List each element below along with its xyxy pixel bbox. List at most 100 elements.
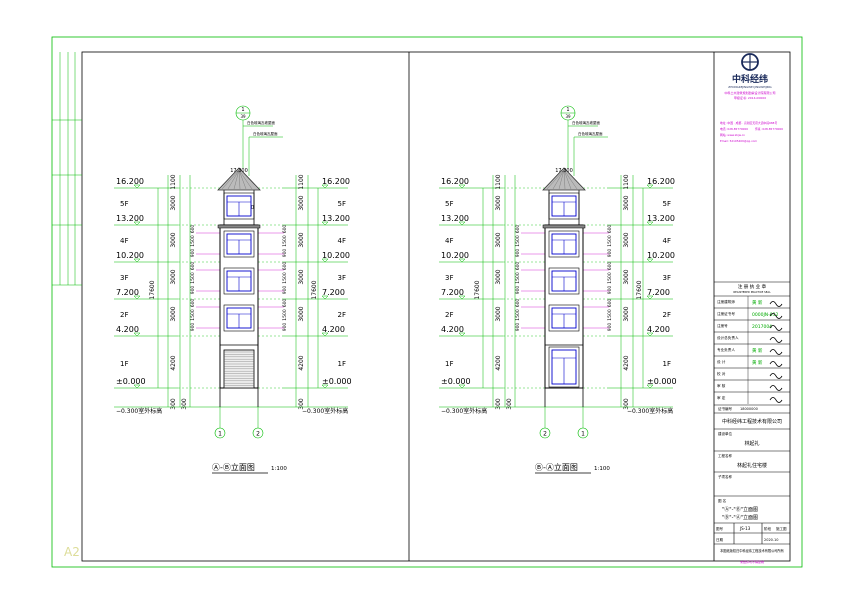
level-marker-icon [458,295,466,300]
window-surround [548,304,580,332]
callout-number: 1 [566,107,569,113]
window-dim: 900 [515,249,521,258]
project-value: 林起礼住宅楼 [737,462,767,469]
company-logo-text: 中科经纬 [732,73,768,85]
title-row-label: 审 核 [717,383,726,388]
level-marker-icon [321,221,329,226]
level-label: 4.200 [116,325,139,334]
eave-band [542,224,586,229]
company-contacts: 地址: 中国 · 成都 · 高新区天府大道中段688号 电话: 028-8577… [720,121,783,143]
ridge-elevation: 17.300 [555,168,573,174]
level-marker-icon [133,384,141,389]
title-row-label: 注册建筑师 [717,299,735,304]
window-dim: 1500 [282,235,288,247]
unit-value: 林起礼 [744,440,759,447]
level-label: 4.200 [441,325,464,334]
window-dim: 1500 [190,272,196,284]
window-surround [223,230,255,258]
roof-note: 白色琉璃瓦屋面 [578,131,603,136]
floor-height-dim: 3000 [495,269,502,284]
floor-height-dim: 3000 [170,232,177,247]
floor-name: 3F [338,274,346,282]
signature-mark [769,313,783,319]
level-label: 10.200 [116,251,144,260]
axis-bubble-icon [577,427,589,439]
binding-strip [52,52,82,286]
floor-height-dim: 3000 [623,306,630,321]
level-label: 13.200 [116,214,144,223]
axis-label: 1 [218,431,222,438]
window-dim: 600 [607,225,613,234]
floor-height-dim: 4200 [298,355,305,370]
subitem-label: 子项名称 [718,474,732,479]
ground-window-surround [548,346,580,388]
level-label: 10.200 [647,251,675,260]
window-surround [548,192,580,220]
floor-name: 4F [445,237,453,245]
cert-no-label: 证书编号 [718,406,732,411]
title-row-label: 注册号 [717,323,728,328]
outdoor-label: −0.300室外标高 [116,407,162,415]
signature-mark [769,361,783,367]
title-block: 中科经纬 ZHONGKEJINGWEI JINGWEIJING 中科土木建筑规划… [714,53,790,564]
window-dim: 600 [282,225,288,234]
company-logo: 中科经纬 ZHONGKEJINGWEI JINGWEIJING 中科土木建筑规划… [724,53,776,100]
cert-no-value: 18000000 [740,407,758,411]
level-label: 16.200 [322,177,350,186]
roof-tile-line [221,169,240,190]
level-label: 4.200 [322,325,345,334]
window-dim: 900 [190,249,196,258]
level-marker-icon [458,221,466,226]
stamp-subtitle: REGISTERED PRACTICE SEAL [733,290,771,294]
floor-name: 5F [663,200,671,208]
title-row-value: 黄 新 [752,359,763,366]
elevation-scale-text: 1:100 [271,466,287,472]
client-line: 中科经纬工程技术有限公司 [722,418,782,425]
floor-height-dim: 3000 [170,195,177,210]
roof-tile-line [558,169,565,190]
level-label: ±0.000 [647,377,677,386]
roof-tile-line [563,169,566,190]
footer-note: 本图纸版权归中科经纬工程技术有限公司所有 [720,548,784,553]
date-label: 日期 [716,537,724,542]
floor-name: 1F [338,360,346,368]
svg-text:地址: 中国 · 成都 · 高新区天府大道中段688号: 地址: 中国 · 成都 · 高新区天府大道中段688号 [720,121,777,125]
callout-number: 1 [241,107,244,113]
floor-name: 4F [338,237,346,245]
ridge-elevation: 17.300 [230,168,248,174]
project-label: 工程名称 [718,453,732,458]
window-dim: 600 [515,299,521,308]
title-row-label: 设计总负责人 [717,335,739,340]
elevation-title-2: Ⓑ-Ⓐ立面图 1:100 [535,462,610,474]
window-dim: 1500 [282,309,288,321]
window-dim: 600 [190,262,196,271]
level-marker-icon [646,221,654,226]
window-dim: 1500 [515,272,521,284]
level-label: 16.200 [647,177,675,186]
level-label: 10.200 [441,251,469,260]
level-label: ±0.000 [441,377,471,386]
roof-note: 白色琉璃瓦屋面 [253,131,278,136]
window-dim: 1500 [607,309,613,321]
roof-tile-line [227,169,240,190]
floor-name: 5F [445,200,453,208]
level-marker-icon [321,332,329,337]
floor-height-dim: 3000 [623,269,630,284]
window-dim: 900 [515,323,521,332]
roof-tile-line [563,169,578,190]
level-marker-icon [458,384,466,389]
svg-text:电话: 028-85770000: 电话: 028-85770000 [720,127,748,131]
elevation-scale-text: 1:100 [594,466,610,472]
floor-height-dim: 3000 [170,269,177,284]
signature-mark [769,373,783,379]
floor-name: 1F [445,360,453,368]
title-row-label: 设 计 [717,359,726,364]
pitched-roof [542,167,586,191]
window-dim: 900 [282,286,288,295]
roof-tile-line [546,169,565,190]
level-label: 13.200 [441,214,469,223]
title-row-value: 黄 新 [752,347,763,354]
level-label: 7.200 [441,288,464,297]
floor-name: 2F [338,311,346,319]
